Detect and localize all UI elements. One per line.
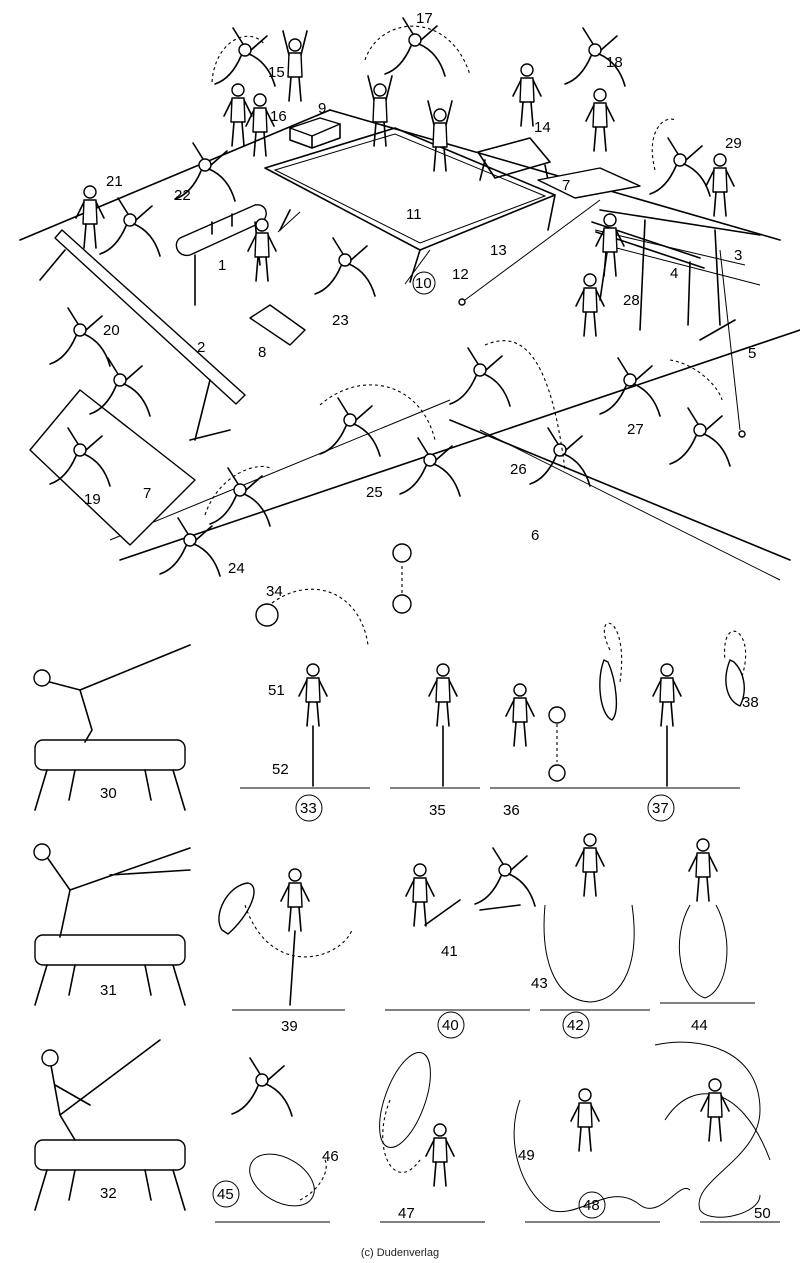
label-33: 33: [300, 800, 317, 817]
label-30: 30: [100, 785, 117, 802]
label-34: 34: [266, 583, 283, 600]
label-51: 51: [268, 682, 285, 699]
label-7-mat: 7: [143, 485, 151, 502]
pommel-horse-32: [34, 1039, 186, 1211]
label-1: 1: [218, 257, 226, 274]
label-44: 44: [691, 1017, 708, 1034]
label-6: 6: [531, 527, 539, 544]
circle-37: [647, 794, 675, 822]
balance-beam: [39, 229, 246, 441]
label-31: 31: [100, 982, 117, 999]
label-12: 12: [452, 266, 469, 283]
label-49: 49: [518, 1147, 535, 1164]
label-28: 28: [623, 292, 640, 309]
pommel-horse-30: [33, 644, 191, 811]
landing-mat-left: [29, 389, 196, 546]
horizontal-bar: [458, 199, 761, 438]
label-9: 9: [318, 100, 326, 117]
label-24: 24: [228, 560, 245, 577]
circle-33: [295, 794, 323, 822]
label-4: 4: [670, 265, 678, 282]
label-15: 15: [268, 64, 285, 81]
label-11: 11: [406, 206, 422, 223]
label-16: 16: [270, 108, 287, 125]
label-50: 50: [754, 1205, 771, 1222]
floor-edge-left: [19, 109, 331, 241]
label-27: 27: [627, 421, 644, 438]
copyright-credit: (c) Dudenverlag: [361, 1247, 439, 1259]
label-29: 29: [725, 135, 742, 152]
floor-edge-front: [119, 329, 800, 561]
label-32: 32: [100, 1185, 117, 1202]
springboard: [249, 304, 306, 346]
label-38: 38: [742, 694, 759, 711]
label-46: 46: [322, 1148, 339, 1165]
label-21: 21: [106, 173, 123, 190]
label-26: 26: [510, 461, 527, 478]
pommel-horse-31: [33, 843, 191, 1006]
label-40: 40: [442, 1017, 459, 1034]
label-13: 13: [490, 242, 507, 259]
hall-scene: [19, 17, 800, 581]
floor-edge-right2: [479, 429, 781, 581]
label-14: 14: [534, 119, 551, 136]
label-42: 42: [567, 1017, 584, 1034]
label-18: 18: [606, 54, 623, 71]
label-39: 39: [281, 1018, 298, 1035]
label-35: 35: [429, 802, 446, 819]
label-52: 52: [272, 761, 289, 778]
floor-edge-front2: [109, 399, 451, 541]
label-20: 20: [103, 322, 120, 339]
label-37: 37: [652, 800, 669, 817]
label-36: 36: [503, 802, 520, 819]
circle-45: [212, 1180, 240, 1208]
label-23: 23: [332, 312, 349, 329]
trampoline: [264, 127, 556, 285]
label-10: 10: [415, 275, 432, 292]
label-2: 2: [197, 339, 205, 356]
label-19: 19: [84, 491, 101, 508]
springboard-box: [289, 117, 341, 149]
circle-10: [412, 271, 436, 295]
label-17: 17: [416, 10, 433, 27]
ball-exercises: [240, 543, 747, 789]
circle-40: [437, 1011, 465, 1039]
landing-mat-right: [537, 167, 641, 199]
pommel-horse: [175, 204, 267, 306]
mini-trampoline: [477, 137, 551, 181]
label-47: 47: [398, 1205, 415, 1222]
label-25: 25: [366, 484, 383, 501]
hoop-ribbon-exercises: [215, 1041, 780, 1223]
label-3: 3: [734, 247, 742, 264]
label-7-mat-right: 7: [562, 177, 570, 194]
circle-42: [562, 1011, 590, 1039]
label-45: 45: [217, 1186, 234, 1203]
circle-48: [578, 1191, 606, 1219]
reference-numbers: 1 2 3 4 5 6 7 7 8 9 10 11 12 13 14 15 16…: [84, 10, 771, 1222]
label-8: 8: [258, 344, 266, 361]
label-48: 48: [583, 1197, 600, 1214]
label-43: 43: [531, 975, 548, 992]
label-22: 22: [174, 187, 191, 204]
label-41: 41: [441, 943, 458, 960]
label-5: 5: [748, 345, 756, 362]
club-rope-exercises: [218, 833, 755, 1011]
